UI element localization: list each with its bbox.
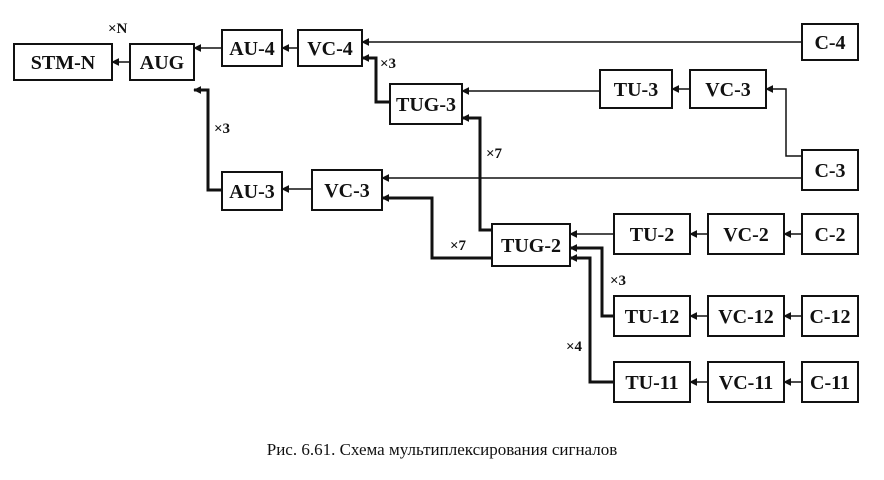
block-tu2-label: TU-2 — [630, 224, 674, 246]
block-tu11: TU-11 — [613, 361, 691, 403]
connector-c3-vc3-top — [765, 85, 802, 157]
block-vc2-label: VC-2 — [723, 224, 769, 246]
block-c11: C-11 — [801, 361, 859, 403]
block-aug: AUG — [129, 43, 195, 81]
mult-tug3-to-vc4: ×3 — [380, 56, 396, 72]
multiplexing-diagram: ×N ×3 ×3 ×7 ×7 ×3 ×4 STM-N AUG AU-4 VC-4… — [13, 21, 859, 403]
connector-tu11-tug2 — [569, 254, 614, 384]
block-tug2-label: TUG-2 — [501, 235, 561, 257]
block-stm-n-label: STM-N — [31, 52, 96, 74]
block-vc3-mid: VC-3 — [311, 169, 383, 211]
block-aug-label: AUG — [140, 52, 185, 74]
mult-tu12-to-tug2: ×3 — [610, 273, 626, 289]
block-vc4-label: VC-4 — [307, 38, 353, 60]
block-c12: C-12 — [801, 295, 859, 337]
connector-tug3-vc4 — [361, 54, 390, 104]
block-vc3-mid-label: VC-3 — [324, 180, 370, 202]
block-c2-label: C-2 — [814, 224, 845, 246]
block-vc4: VC-4 — [297, 29, 363, 67]
mult-aug-to-stm: ×N — [108, 21, 128, 37]
block-tu12-label: TU-12 — [625, 306, 679, 328]
block-tug3-label: TUG-3 — [396, 94, 456, 116]
connector-tu12-tug2 — [569, 244, 614, 318]
mult-tug2-to-tug3: ×7 — [486, 146, 503, 162]
block-tu11-label: TU-11 — [625, 372, 678, 394]
block-tu12: TU-12 — [613, 295, 691, 337]
mult-au4-to-aug: ×3 — [214, 121, 230, 137]
block-vc2: VC-2 — [707, 213, 785, 255]
block-c11-label: C-11 — [810, 372, 850, 394]
block-au4-label: AU-4 — [229, 38, 275, 60]
block-vc3-top: VC-3 — [689, 69, 767, 109]
block-tug2: TUG-2 — [491, 223, 571, 267]
figure-caption: Рис. 6.61. Схема мультиплексирования сиг… — [266, 440, 618, 459]
connector-tug2-tug3 — [461, 114, 492, 232]
block-tug3: TUG-3 — [389, 83, 463, 125]
block-au3: AU-3 — [221, 171, 283, 211]
block-c4: C-4 — [801, 23, 859, 61]
block-c2: C-2 — [801, 213, 859, 255]
block-tu3: TU-3 — [599, 69, 673, 109]
block-au4: AU-4 — [221, 29, 283, 67]
block-c3: C-3 — [801, 149, 859, 191]
block-vc3-top-label: VC-3 — [705, 79, 751, 101]
block-vc12: VC-12 — [707, 295, 785, 337]
block-au3-label: AU-3 — [229, 181, 275, 203]
connector-au3-aug — [193, 86, 222, 192]
mult-tu11-to-tug2: ×4 — [566, 339, 583, 355]
block-tu3-label: TU-3 — [614, 79, 658, 101]
block-c3-label: C-3 — [814, 160, 845, 182]
block-vc11: VC-11 — [707, 361, 785, 403]
block-tu2: TU-2 — [613, 213, 691, 255]
block-c4-label: C-4 — [814, 32, 845, 54]
mult-tug2-to-vc3: ×7 — [450, 238, 467, 254]
connector-tug2-vc3 — [381, 194, 492, 260]
block-vc12-label: VC-12 — [718, 306, 774, 328]
block-c12-label: C-12 — [809, 306, 850, 328]
block-vc11-label: VC-11 — [719, 372, 773, 394]
block-stm-n: STM-N — [13, 43, 113, 81]
